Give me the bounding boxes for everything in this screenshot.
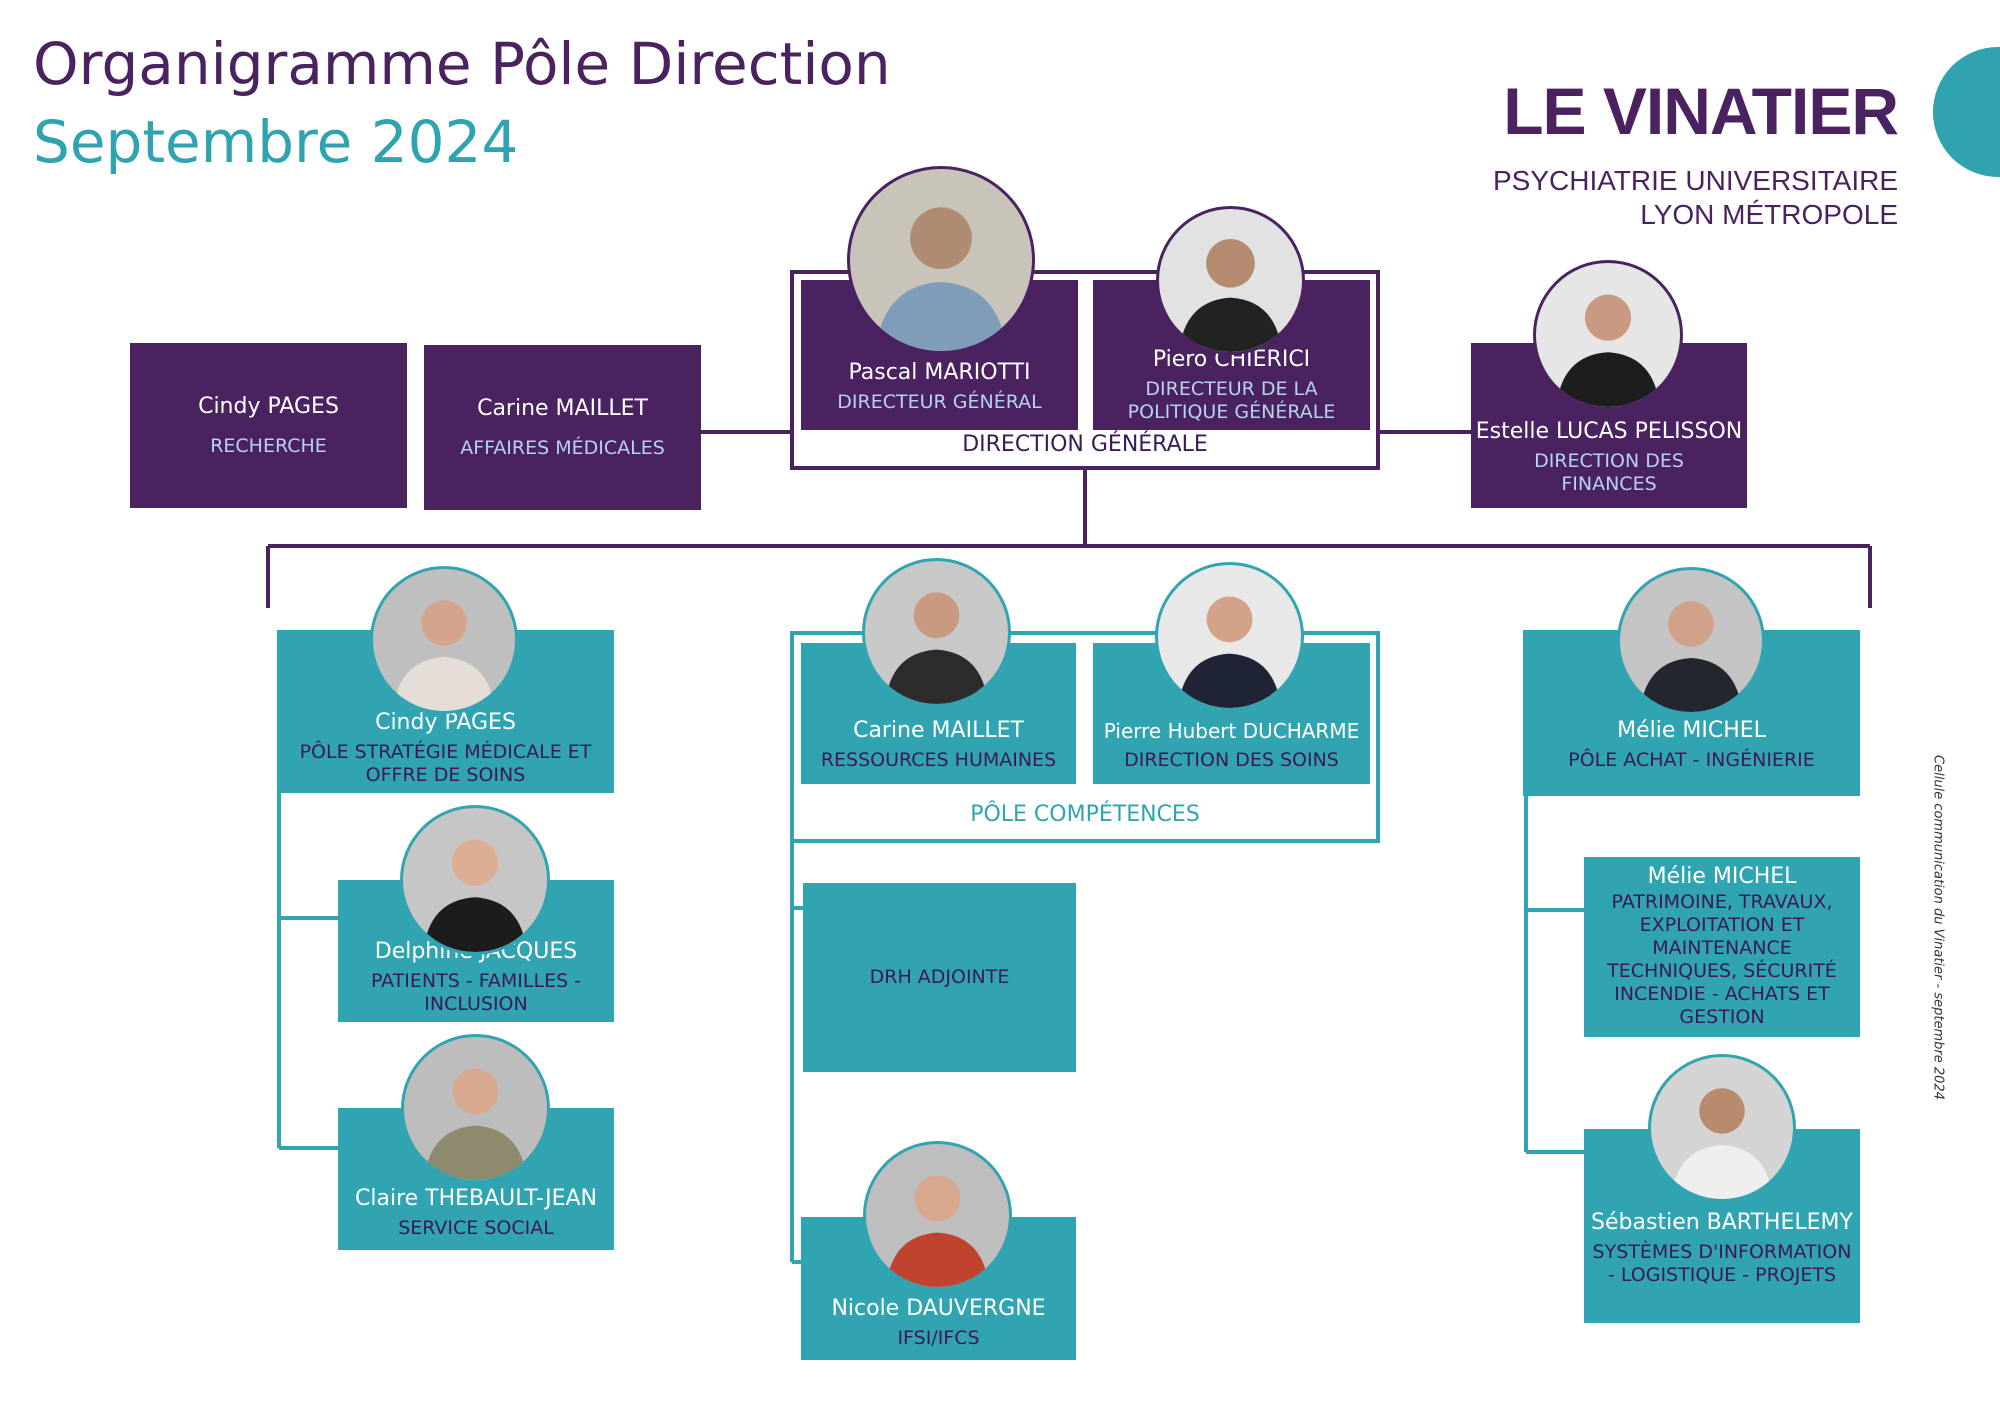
person-name: Carine MAILLET (853, 718, 1024, 743)
photo-melie-michel-icon (1617, 567, 1765, 715)
card-direction-soins: Pierre Hubert DUCHARME DIRECTION DES SOI… (1093, 643, 1370, 784)
direction-generale-label: DIRECTION GÉNÉRALE (962, 432, 1208, 457)
person-name: Mélie MICHEL (1647, 864, 1797, 889)
person-name: Pascal MARIOTTI (848, 360, 1031, 385)
person-role: IFSI/IFCS (897, 1327, 980, 1349)
person-name: Cindy PAGES (198, 394, 339, 419)
pole-competences-label: PÔLE COMPÉTENCES (970, 802, 1200, 827)
person-name: Pierre Hubert DUCHARME (1103, 719, 1360, 743)
person-name: Sébastien BARTHELEMY (1591, 1210, 1853, 1235)
person-name: Nicole DAUVERGNE (831, 1296, 1046, 1321)
person-role: PATRIMOINE, TRAVAUX, EXPLOITATION ET MAI… (1607, 891, 1837, 1028)
logo-tagline-line2: LYON MÉTROPOLE (1640, 199, 1898, 230)
person-name: Mélie MICHEL (1617, 718, 1766, 743)
photo-piero-chierici-icon (1156, 206, 1305, 355)
logo-wordmark: LE VINATIER (1503, 74, 1899, 148)
photo-pascal-mariotti-icon (847, 166, 1035, 354)
person-name: Estelle LUCAS PELISSON (1475, 419, 1743, 444)
photo-nicole-dauvergne-icon (863, 1141, 1012, 1290)
photo-sebastien-barthelemy-icon (1648, 1054, 1796, 1202)
card-directeur-general: Pascal MARIOTTI DIRECTEUR GÉNÉRAL (801, 280, 1078, 430)
photo-delphine-jacques-icon (400, 805, 550, 955)
page-title: Organigramme Pôle Direction (33, 30, 891, 98)
person-role: AFFAIRES MÉDICALES (460, 437, 665, 459)
photo-claire-thebault-jean-icon (401, 1034, 550, 1183)
person-role: DIRECTION DES FINANCES (1534, 450, 1684, 495)
logo-tagline: PSYCHIATRIE UNIVERSITAIRE LYON MÉTROPOLE (1378, 164, 1898, 232)
person-name: Claire THEBAULT-JEAN (355, 1186, 597, 1211)
page-subtitle-date: Septembre 2024 (33, 108, 519, 176)
person-role: DIRECTION DES SOINS (1124, 749, 1339, 771)
unit-label: DRH ADJOINTE (869, 966, 1010, 988)
person-role: DIRECTEUR DE LA POLITIQUE GÉNÉRALE (1127, 378, 1336, 423)
card-patrimoine-travaux: Mélie MICHEL PATRIMOINE, TRAVAUX, EXPLOI… (1584, 857, 1860, 1037)
photo-pierre-hubert-ducharme-icon (1155, 562, 1304, 711)
person-role: SYSTÈMES D'INFORMATION - LOGISTIQUE - PR… (1592, 1241, 1852, 1286)
photo-cindy-pages-icon (370, 566, 518, 714)
person-role: DIRECTEUR GÉNÉRAL (837, 391, 1042, 413)
card-ressources-humaines: Carine MAILLET RESSOURCES HUMAINES (801, 643, 1076, 784)
direction-generale-frame (790, 270, 1380, 470)
person-name: Carine MAILLET (477, 396, 648, 421)
person-role: PÔLE STRATÉGIE MÉDICALE ET OFFRE DE SOIN… (299, 741, 592, 786)
person-role: RECHERCHE (210, 435, 327, 457)
person-role: PATIENTS - FAMILLES - INCLUSION (370, 970, 582, 1015)
photo-estelle-lucas-pelisson-icon (1533, 260, 1683, 410)
side-credit-note: Cellule communication du Vinatier - sept… (1930, 755, 1946, 1100)
card-drh-adjointe: DRH ADJOINTE (803, 883, 1076, 1072)
logo-tagline-line1: PSYCHIATRIE UNIVERSITAIRE (1492, 165, 1898, 196)
unit-recherche: Cindy PAGES RECHERCHE (130, 343, 407, 508)
person-name: Cindy PAGES (375, 710, 516, 735)
person-role: PÔLE ACHAT - INGÉNIERIE (1568, 749, 1815, 771)
person-role: RESSOURCES HUMAINES (820, 749, 1057, 771)
person-role: SERVICE SOCIAL (398, 1217, 554, 1239)
unit-affaires-medicales: Carine MAILLET AFFAIRES MÉDICALES (424, 345, 701, 510)
photo-carine-maillet-icon (862, 558, 1011, 707)
pole-competences-frame (790, 631, 1380, 843)
